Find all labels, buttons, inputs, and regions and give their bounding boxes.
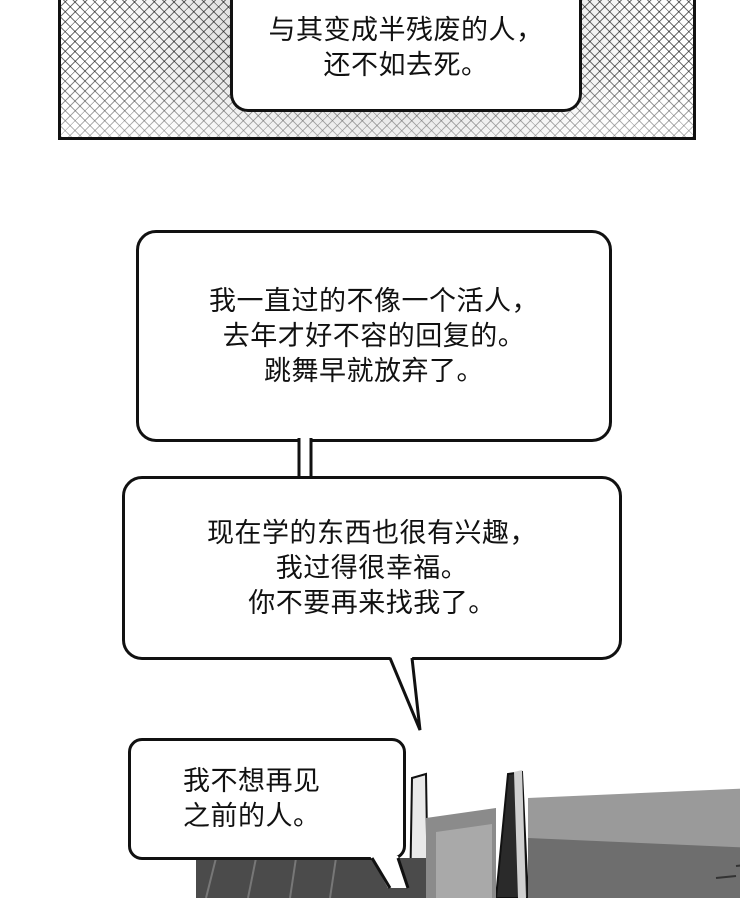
speech-bubble-second: 现在学的东西也很有兴趣， 我过得很幸福。 你不要再来找我了。: [122, 476, 622, 660]
speech-bubble-third: 我不想再见 之前的人。: [128, 738, 406, 860]
bubble-top-line-1: 与其变成半残废的人，: [268, 14, 544, 46]
speech-bubble-top: 与其变成半残废的人， 还不如去死。: [230, 0, 582, 112]
bubble-third-tail: [370, 856, 410, 889]
bubble-connector: [297, 438, 313, 480]
bubble-first-line-3: 跳舞早就放弃了。: [264, 355, 484, 387]
bubble-top-line-2: 还不如去死。: [323, 49, 489, 81]
bubble-first-line-2: 去年才好不容的回复的。: [222, 320, 526, 352]
bubble-third-line-1: 我不想再见: [183, 766, 321, 797]
speech-bubble-first: 我一直过的不像一个活人， 去年才好不容的回复的。 跳舞早就放弃了。: [136, 230, 612, 442]
bubble-third-line-2: 之前的人。: [183, 801, 321, 832]
bubble-first-line-1: 我一直过的不像一个活人，: [209, 285, 539, 317]
bubble-second-line-2: 我过得很幸福。: [275, 552, 469, 584]
bubble-second-line-1: 现在学的东西也很有兴趣，: [207, 517, 537, 549]
bubble-second-line-3: 你不要再来找我了。: [248, 587, 496, 619]
bubble-second-tail: [388, 656, 422, 731]
